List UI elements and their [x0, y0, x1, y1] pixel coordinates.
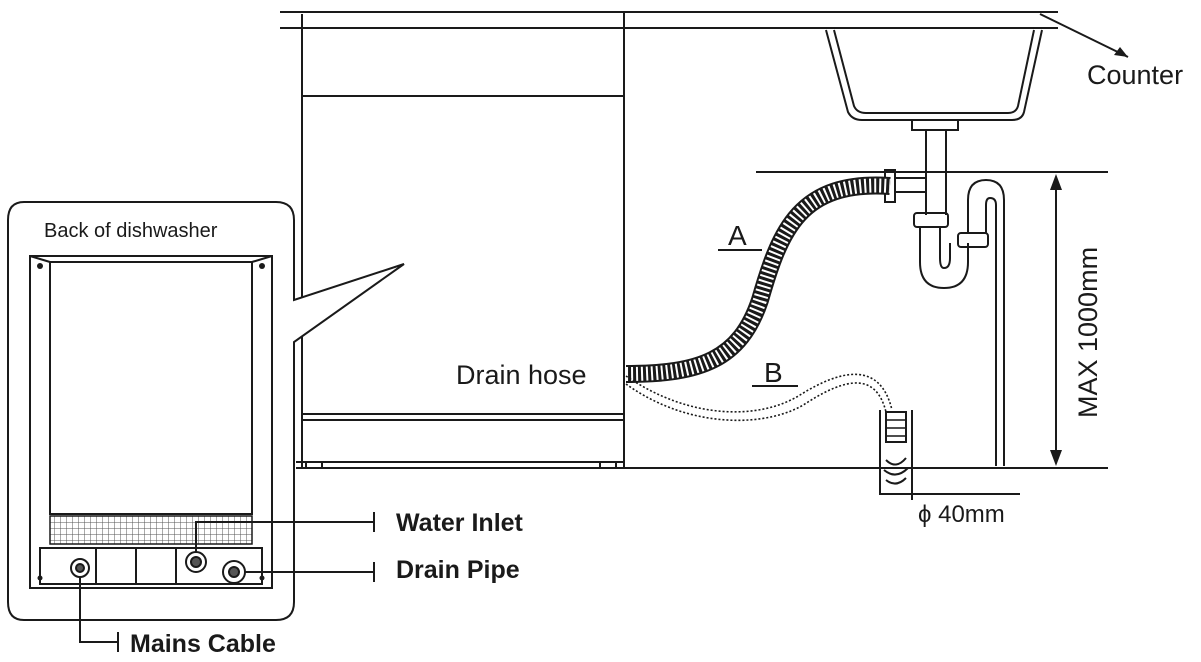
panel-screws: [37, 263, 265, 581]
max-height-dimension: [1050, 174, 1062, 466]
mains-cable-port: [70, 558, 90, 578]
water-inlet-port: [185, 551, 207, 573]
drain-hose-a: [625, 176, 891, 383]
counter-arrow-head: [1114, 47, 1128, 57]
max-height-label: MAX 1000mm: [1073, 247, 1103, 418]
drain-pipe-port: [222, 560, 246, 584]
legend-leader-lines: [79, 512, 375, 652]
diameter-dimension: [880, 488, 1020, 500]
counter-top: [280, 11, 1058, 29]
back-panel: [29, 255, 273, 589]
drain-hose-a-inner: [625, 178, 891, 381]
drain-hose-b-outer: [625, 382, 887, 422]
standpipe: [879, 410, 913, 495]
callout-bubble: [7, 201, 405, 621]
vent-mesh: [49, 515, 253, 545]
hose-a-label: A: [728, 220, 747, 251]
counter-pointer-arrow: [1039, 13, 1129, 58]
sink-basin: [825, 29, 1043, 131]
mains-cable-label: Mains Cable: [130, 630, 276, 658]
hose-b-label: B: [764, 357, 783, 388]
water-inlet-label: Water Inlet: [396, 509, 524, 537]
drain-pipe-label: Drain Pipe: [396, 556, 520, 584]
counter-label: Counter: [1087, 60, 1183, 90]
sink-drain-trap: [884, 130, 1005, 466]
diameter-label: ϕ 40mm: [918, 501, 1005, 528]
drain-hose-b: [625, 373, 893, 413]
drain-hose-label: Drain hose: [456, 360, 587, 390]
dishwasher-body: [296, 14, 625, 469]
back-of-dishwasher-label: Back of dishwasher: [44, 220, 218, 242]
